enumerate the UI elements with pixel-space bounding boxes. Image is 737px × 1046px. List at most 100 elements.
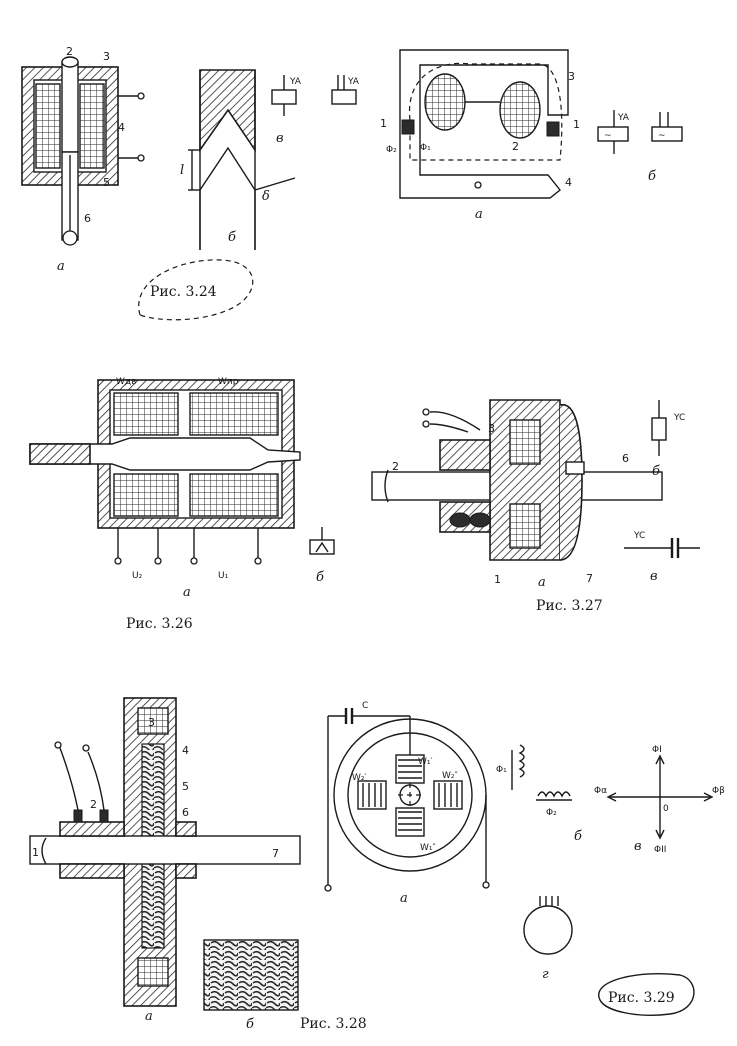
slip-ring-top — [59, 821, 125, 837]
dim-delta-label: δ — [262, 189, 270, 204]
delta-arrow — [254, 177, 296, 191]
caption-text-3-26: Рис. 3.26 — [126, 616, 193, 632]
part-5: 5 — [182, 780, 189, 793]
phi-alpha-label: Φα — [594, 786, 607, 796]
sub-label-b: б — [648, 169, 656, 184]
caption-text-3-28: Рис. 3.28 — [300, 1016, 367, 1032]
sub-label-a: а — [400, 891, 408, 906]
part-2: 2 — [90, 798, 97, 811]
brush-2 — [99, 809, 109, 823]
term-left — [324, 884, 332, 892]
relay-symbol-mark — [315, 541, 329, 553]
coil-left — [424, 73, 466, 131]
ya-symbol-2 — [331, 89, 357, 105]
ac-tilde-2: ~ — [658, 131, 666, 141]
term-d — [254, 557, 262, 565]
stop-cone — [199, 69, 256, 153]
clutch-coil-top — [509, 419, 541, 465]
sub-label-b: б — [246, 1017, 254, 1032]
pivot — [474, 181, 482, 189]
arrow-left — [606, 792, 617, 802]
arrow-right — [703, 792, 714, 802]
sub-label-a: а — [145, 1009, 153, 1024]
part-1-left: 1 — [380, 117, 387, 130]
part-4: 4 — [565, 176, 572, 189]
winding-top — [398, 759, 422, 779]
lead-wire-2 — [429, 423, 469, 433]
caption-text-3-24: Рис. 3.24 — [150, 284, 217, 300]
shading-ring-left — [401, 119, 415, 135]
coil-top — [137, 707, 169, 735]
sub-label-b: б — [228, 230, 236, 245]
part-1: 1 — [494, 573, 501, 586]
part-2: 2 — [66, 45, 73, 58]
part-3: 3 — [148, 716, 155, 729]
ya-label-1: YA — [289, 77, 302, 87]
caption-oval — [598, 973, 695, 1016]
coil-wdv-bottom — [113, 473, 179, 517]
capacitor-label: C — [362, 701, 368, 711]
sub-label-b: б — [574, 829, 582, 844]
yc-label-1: YC — [673, 413, 685, 423]
flux-2-label: Φ₂ — [386, 145, 397, 155]
caption-3-24: Рис. 3.24 — [138, 259, 254, 321]
filler-detail — [203, 939, 299, 1011]
arrow-down — [655, 829, 665, 840]
armature — [29, 437, 301, 471]
caption-text-3-29: Рис. 3.29 — [608, 990, 675, 1006]
yc-label-2: YC — [633, 531, 645, 541]
part-6: 6 — [182, 806, 189, 819]
term-c — [190, 557, 198, 565]
winding-left — [362, 783, 382, 807]
phi-I-label: ΦI — [652, 745, 662, 755]
part-4: 4 — [118, 121, 125, 134]
part-1: 1 — [32, 846, 39, 859]
caption-oval — [138, 259, 254, 321]
term-a — [114, 557, 122, 565]
sub-label-v: в — [634, 839, 642, 854]
solenoid-coil-left — [35, 83, 61, 169]
sub-label-a: а — [475, 207, 483, 222]
phi2-label: Φ₂ — [546, 808, 557, 818]
rotation-arrow — [384, 469, 389, 503]
fig-3-24-b-cone: l δ б — [180, 69, 296, 250]
lead-wire-1 — [59, 747, 79, 811]
winding-label-1: Wдв — [116, 377, 136, 387]
terminal-2 — [137, 154, 145, 162]
lead-wire-1 — [429, 411, 481, 431]
fig-3-24-a-solenoid: 2 3 4 5 6 а — [21, 45, 145, 274]
figure-3-26: Wдв Wпр U₂ U₁ а б Рис. 3.26 — [29, 377, 335, 632]
figure-3-29: W₁′ W₂′ W₂″ W₁″ C а Φ₁ Φ₂ б ΦI ΦII Φα Φβ — [324, 701, 725, 1016]
part-2: 2 — [512, 140, 519, 153]
figure-3-27: 3 2 6 1 7 а YC б YC в Рис. 3.27 — [371, 399, 700, 614]
coil-phi1 — [518, 744, 525, 778]
lead-wire-2 — [87, 751, 105, 811]
part-7: 7 — [272, 847, 279, 860]
term-b — [154, 557, 162, 565]
pole-left — [357, 780, 387, 810]
brush-bottom-1 — [449, 512, 471, 528]
phi1-label: Φ₁ — [496, 765, 507, 775]
brush-1 — [73, 809, 83, 823]
w1-bottom-label: W₁″ — [420, 843, 437, 853]
fig-3-25-b-symbols: ~ YA ~ б — [597, 110, 683, 184]
coil-wpr-top — [189, 392, 279, 436]
voltage-label-1: U₁ — [218, 571, 229, 581]
hub-bottom — [175, 863, 197, 879]
magnetic-core — [399, 49, 569, 199]
flux-path-1 — [408, 62, 563, 161]
part-5: 5 — [103, 176, 110, 189]
hub-top — [175, 821, 197, 837]
terminal-1 — [137, 92, 145, 100]
solenoid-coil-right — [79, 83, 105, 169]
rotation-arrow — [41, 837, 47, 865]
armature-left-end — [29, 443, 91, 465]
ya-symbol-1 — [271, 89, 297, 105]
clutch-coil-bottom — [509, 503, 541, 549]
flux-1-label: Φ₁ — [420, 143, 431, 153]
figure-3-25: 1 2 3 4 1 Φ₂ Φ₁ а ~ YA ~ б — [380, 49, 683, 222]
brush-bottom-2 — [469, 512, 491, 528]
plunger-eye — [62, 230, 78, 246]
pole-right — [433, 780, 463, 810]
